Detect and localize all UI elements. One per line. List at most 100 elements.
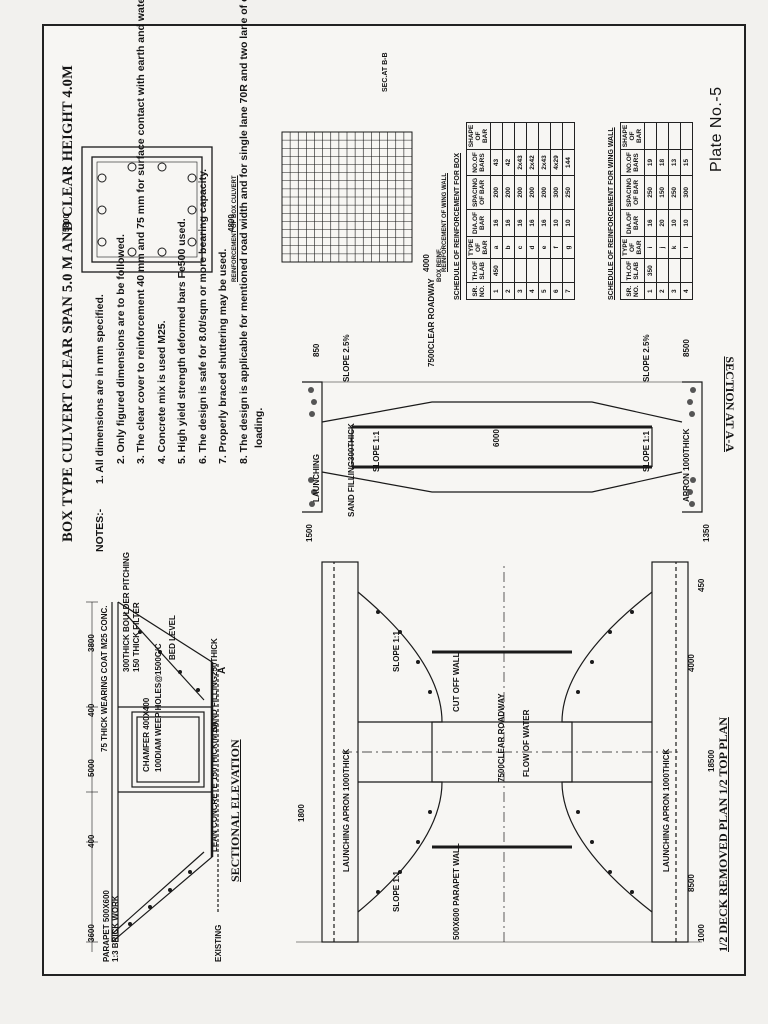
table-cell: 19: [644, 149, 657, 176]
table-cell: 2x43: [538, 149, 551, 176]
section-marker-a: A: [217, 666, 228, 674]
table-cell: 2x43: [514, 149, 527, 176]
table-cell: 42: [502, 149, 515, 176]
plate-number: Plate No.-5: [708, 86, 725, 172]
schedule-header: TYPE OF BAR: [620, 236, 645, 259]
table-cell: [550, 258, 563, 283]
table-cell: [538, 258, 551, 283]
rebar-grid: [281, 131, 413, 263]
note-1: 1. All dimensions are in mm specified.: [94, 294, 106, 484]
table-cell: j: [656, 236, 669, 259]
dim-3800: 3800: [87, 634, 96, 652]
table-cell: 10: [562, 209, 575, 237]
table-cell: 5: [538, 282, 551, 300]
drawing-sheet: BOX TYPE CULVERT CLEAR SPAN 5.0 M AND CL…: [42, 0, 742, 972]
table-cell: 13: [668, 149, 681, 176]
table-cell: [562, 122, 575, 150]
dim-850-aa: 850: [312, 343, 321, 357]
dim-6000-aa: 6000: [492, 429, 501, 447]
section-bb-drawing: [281, 131, 413, 263]
table-cell: 10: [668, 209, 681, 237]
table-cell: 200: [538, 175, 551, 210]
table-cell: 250: [562, 175, 575, 210]
table-cell: 1: [490, 282, 503, 300]
table-cell: f: [550, 236, 563, 259]
table-cell: [656, 122, 669, 150]
dim-4000-plan: 4000: [687, 654, 696, 672]
note-5: 5. High yield strength deformed bars Fe5…: [176, 218, 188, 464]
label-launching-aa: LAUNCHING: [312, 454, 321, 502]
label-apron-aa: APRON 1000THICK: [682, 428, 691, 502]
note-3: 3. The clear cover to reinforcement 40 m…: [135, 0, 147, 464]
schedule-header: SR. NO.: [466, 282, 491, 300]
label-slope-aa-2: SLOPE 2.5%: [642, 334, 651, 382]
label-sand-300: SAND FILLING300THICK: [347, 423, 356, 517]
label-chamfer: CHAMFER 400X400: [142, 697, 151, 772]
dim-18500: 18500: [707, 749, 716, 772]
table-cell: [644, 122, 657, 150]
label-cut-off-wall: CUT OFF WALL: [452, 652, 461, 712]
table-cell: 250: [644, 175, 657, 210]
label-parapet: PARAPET 500X600: [102, 890, 111, 962]
table-cell: c: [514, 236, 527, 259]
table-cell: 200: [514, 175, 527, 210]
schedule-wing-caption: SCHEDULE OF REINFORCEMENT FOR WING WALL: [608, 127, 615, 300]
dim-400-a: 400: [87, 834, 96, 848]
dim-450-plan: 450: [697, 578, 706, 592]
table-cell: 3: [668, 282, 681, 300]
caption-reinf-wing: REINFORCEMENT OF WING WALL: [442, 173, 448, 272]
table-cell: [538, 122, 551, 150]
table-cell: 150: [656, 175, 669, 210]
dim-5800: 5800: [62, 214, 71, 232]
table-cell: 2: [502, 282, 515, 300]
label-slope-1: SLOPE 1:1: [392, 871, 401, 912]
label-filter: 150 THICK FILTER: [132, 602, 141, 672]
caption-sectional-elevation: SECTIONAL ELEVATION: [228, 739, 242, 882]
table-cell: g: [562, 236, 575, 259]
schedule-header: NO.OF BARS: [466, 149, 491, 176]
note-4: 4. Concrete mix is used M25.: [155, 320, 168, 464]
table-cell: i: [644, 236, 657, 259]
notes-heading: NOTES:-: [94, 508, 106, 552]
table-cell: k: [668, 236, 681, 259]
table-cell: d: [526, 236, 539, 259]
dim-1350-aa: 1350: [702, 524, 711, 542]
caption-plan: 1/2 DECK REMOVED PLAN 1/2 TOP PLAN: [716, 717, 730, 952]
table-cell: 6: [550, 282, 563, 300]
table-cell: 250: [668, 175, 681, 210]
label-launching-apron-bottom: LAUNCHING APRON 1000THICK: [662, 748, 671, 872]
table-cell: e: [538, 236, 551, 259]
label-boulder-pitching: 300THICK BOULDER PITCHING: [122, 551, 131, 672]
table-cell: b: [502, 236, 515, 259]
table-cell: 300: [550, 175, 563, 210]
table-cell: [502, 122, 515, 150]
dim-1500-aa: 1500: [305, 524, 314, 542]
schedule-header: NO.OF BARS: [620, 149, 645, 176]
table-cell: 16: [502, 209, 515, 237]
label-parapet-wall: 500X600 PARAPET WALL: [452, 843, 461, 940]
caption-section-aa: SECTION AT A-A: [723, 356, 737, 452]
label-brick-work: 1:3 BRICK WORK: [111, 895, 120, 962]
table-cell: l: [680, 236, 693, 259]
table-cell: 7: [562, 282, 575, 300]
table-cell: [680, 258, 693, 283]
table-cell: [502, 258, 515, 283]
table-cell: 1: [644, 282, 657, 300]
label-slope-aa-1: SLOPE 2.5%: [342, 334, 351, 382]
table-cell: 3: [514, 282, 527, 300]
schedule-header: SR. NO.: [620, 282, 645, 300]
schedule-header: DIA.OF BAR: [466, 209, 491, 237]
label-existing: EXISTING: [214, 924, 223, 962]
schedule-header: SPACING OF BAR: [620, 175, 645, 210]
schedule-header: TYPE OF BAR: [466, 236, 491, 259]
table-cell: [680, 122, 693, 150]
table-cell: 4x29: [550, 149, 563, 176]
